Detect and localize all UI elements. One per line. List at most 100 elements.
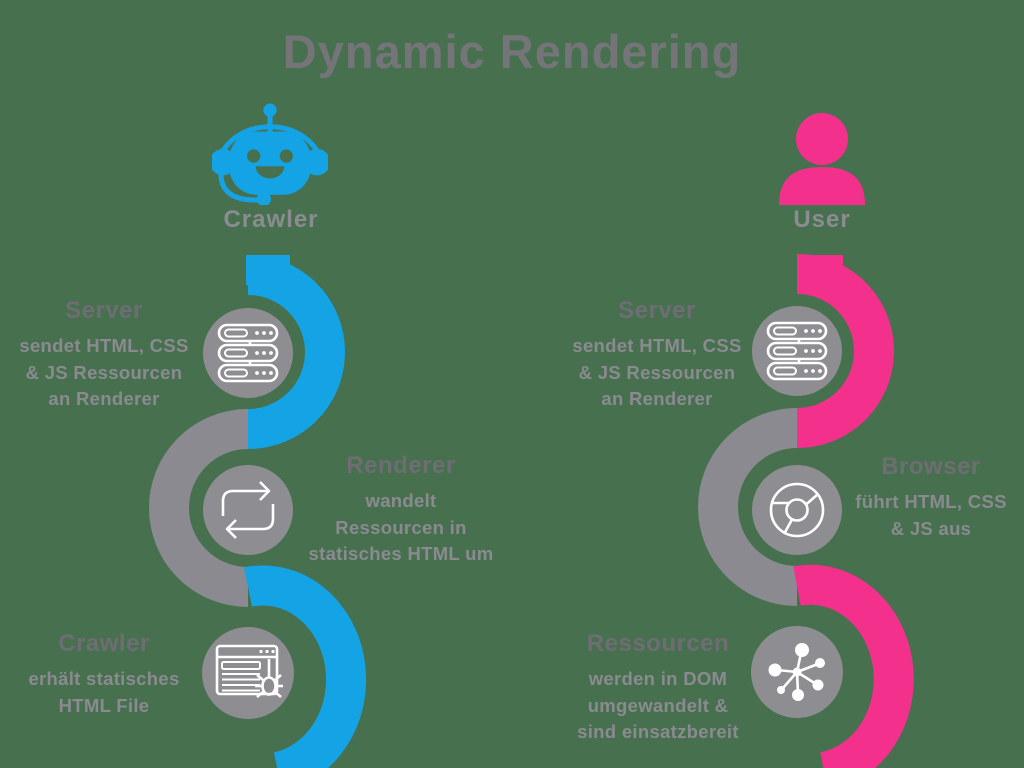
bug-leg [256,691,264,698]
server-slot [224,328,248,338]
step-line: führt HTML, CSS [855,491,1007,512]
led [262,371,266,375]
dot [271,649,275,654]
step-description: werden in DOM umgewandelt & sind einsatz… [563,666,753,746]
step-line: & JS aus [890,517,972,539]
step-line: sendet HTML, CSS [572,335,742,356]
led [818,349,822,353]
robot [212,103,328,205]
bug-leg [274,691,282,698]
arrow-head-left [225,519,237,539]
browser-bug-icon [215,644,283,698]
person-head [796,113,848,165]
step-crawler-server: Server sendet HTML, CSS & JS Ressourcen … [12,297,196,413]
led [255,331,259,335]
server-outline [217,323,279,383]
window-dots [259,649,275,654]
step-user-ressourcen: Ressourcen werden in DOM umgewandelt & s… [563,630,753,746]
bug [255,659,283,698]
robot-mouth [255,166,285,179]
sync-arrows [221,481,275,539]
led [255,351,259,355]
arrow-shaft-bottom [228,504,275,531]
server-unit [766,321,828,341]
step-line: statisches HTML um [308,543,494,564]
step-line: wandelt [365,490,437,511]
step-title: Crawler [58,630,150,657]
robot-antenna-stem [267,113,273,134]
server-slot [773,326,797,336]
led [818,369,822,373]
step-description: führt HTML, CSS & JS aus [840,489,1022,542]
robot-mic-tip [256,191,272,205]
server-unit [217,363,279,383]
step-description: erhält statisches HTML File [12,666,196,719]
person-shoulders [779,167,865,205]
server-leds [255,331,273,375]
timeline-arc-gray-middle [698,408,798,606]
chrome-divider [804,493,819,506]
server-icon [766,321,828,381]
step-line: werden in DOM [588,668,728,689]
server-slot [224,348,248,358]
timeline-arc-blue-bottom [243,565,367,768]
step-crawler-crawler: Crawler erhält statisches HTML File [12,630,196,719]
crawler-timeline [149,255,367,768]
led [262,331,266,335]
robot-eye-right [279,149,293,163]
chrome-inner-circle [785,498,809,522]
server-unit [766,341,828,361]
step-line: & JS Ressourcen [578,361,736,383]
led [804,349,808,353]
server-icon [217,323,279,383]
step-line: erhält statisches [28,668,180,689]
arrow-shaft-top [221,489,268,516]
step-line: umgewandelt & [587,694,729,716]
server-unit [217,343,279,363]
robot-mic-arm [218,174,258,203]
hub-node [812,679,824,691]
chrome-icon [769,482,825,538]
address-bar [221,661,261,670]
server-leds [804,329,822,373]
window-frame [215,644,279,696]
chrome-outer-circle [769,482,825,538]
step-description: sendet HTML, CSS & JS Ressourcen an Rend… [563,333,751,413]
robot-head [229,131,311,195]
led [811,349,815,353]
step-node-browser [752,465,842,555]
step-line: sendet HTML, CSS [19,335,189,356]
step-line: Ressourcen in [335,516,467,538]
step-line: & JS Ressourcen [25,361,183,383]
robot-antenna-tip [263,103,277,117]
robot-icon [212,103,328,205]
hub-node [815,658,825,668]
step-line: HTML File [58,694,150,716]
led [811,369,815,373]
hub-node [777,686,785,694]
sync-arrows-icon [221,481,275,539]
server-slot [773,366,797,376]
step-title: Browser [881,453,981,480]
timeline-arc-pink-bottom [793,564,914,768]
led [269,331,273,335]
chrome-divider [782,518,794,535]
timeline-arc-blue-top [247,255,345,449]
dot [259,649,263,654]
led [811,329,815,333]
browser-window [215,644,279,696]
step-crawler-renderer: Renderer wandelt Ressourcen in statische… [294,452,508,568]
step-line: sind einsatzbereit [577,721,739,742]
page-title: Dynamic Rendering [282,25,742,78]
user-label: User [793,206,851,233]
step-description: sendet HTML, CSS & JS Ressourcen an Rend… [12,333,196,413]
led [255,371,259,375]
robot-eye-left [247,149,261,163]
led [804,369,808,373]
server-slot [773,346,797,356]
hub-node [792,689,804,701]
hub-node [768,663,782,677]
server-outline [766,321,828,381]
